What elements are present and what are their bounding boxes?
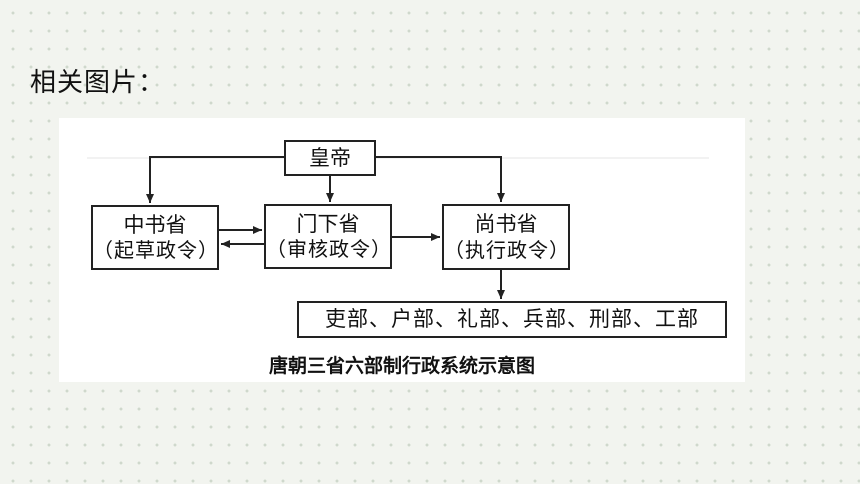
connector-lines	[87, 156, 709, 299]
node-menxia: 门下省 （审核政令）	[264, 204, 392, 269]
node-zhongshu-name: 中书省	[123, 212, 187, 237]
node-shangshu-name: 尚书省	[474, 212, 538, 237]
node-emperor-label: 皇帝	[309, 145, 351, 170]
node-six-ministries: 吏部、户部、礼部、兵部、刑部、工部	[297, 301, 727, 338]
node-menxia-role: （审核政令）	[266, 237, 392, 262]
diagram-caption: 唐朝三省六部制行政系统示意图	[268, 355, 535, 377]
node-zhongshu-role: （起草政令）	[93, 238, 219, 263]
slide-heading: 相关图片：	[30, 68, 166, 98]
node-emperor: 皇帝	[284, 140, 376, 176]
arrow-emperor-to-zhongshu	[146, 156, 284, 203]
node-six-ministries-label: 吏部、户部、礼部、兵部、刑部、工部	[325, 307, 699, 332]
arrow-emperor-to-shangshu	[376, 156, 505, 202]
node-menxia-name: 门下省	[296, 211, 360, 236]
node-shangshu-role: （执行政令）	[444, 237, 570, 262]
node-zhongshu: 中书省 （起草政令）	[91, 205, 219, 270]
node-shangshu: 尚书省 （执行政令）	[442, 204, 570, 270]
diagram-figure: 皇帝 中书省 （起草政令） 门下省 （审核政令） 尚书省 （执行政令） 吏部、户…	[59, 118, 745, 382]
